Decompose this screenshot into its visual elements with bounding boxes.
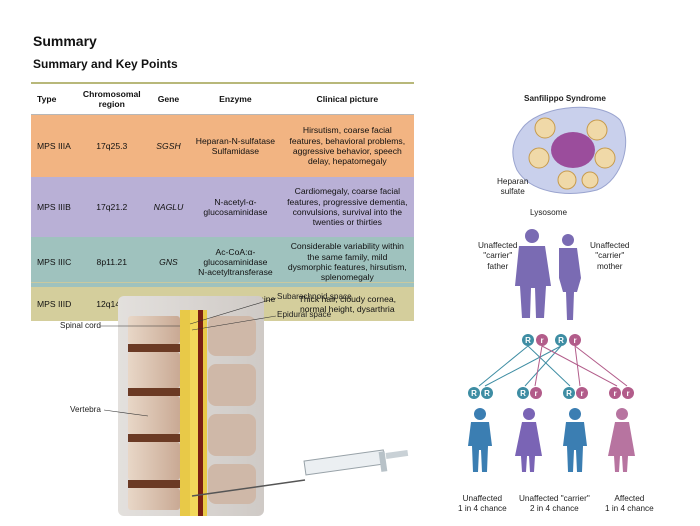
child-carrier-figure [563, 408, 587, 472]
cell-region: 17q25.3 [76, 114, 147, 177]
dura [180, 310, 190, 516]
label-outcome-unaffected: Unaffected 1 in 4 chance [458, 494, 507, 514]
posterior-vertebrae [208, 316, 256, 504]
label-lysosome: Lysosome [530, 208, 568, 217]
child-allele-circles: R R R r R r r r [468, 387, 634, 399]
mother-figure [559, 234, 581, 320]
svg-text:r: r [613, 389, 616, 398]
svg-text:R: R [525, 336, 531, 345]
page-title: Summary [33, 33, 97, 49]
table-bottom-rule [31, 282, 414, 283]
label-spinal-cord: Spinal cord [60, 321, 101, 330]
svg-text:R: R [484, 389, 490, 398]
header-type: Type [31, 84, 77, 115]
nucleus [551, 132, 595, 168]
svg-text:r: r [626, 389, 629, 398]
inheritance-diagram: R r R r R R R r R r r r [468, 229, 635, 472]
table-header-row: Type Chromosomal region Gene Enzyme Clin… [31, 84, 414, 115]
inheritance-lines [478, 345, 628, 387]
cell-clinical: Considerable variability within the same… [280, 237, 414, 287]
svg-text:r: r [580, 389, 583, 398]
cell-enzyme: N-acetyl-α- glucosaminidase [190, 177, 281, 237]
svg-text:r: r [534, 389, 537, 398]
label-subarachnoid-space: Subarachnoid space [277, 292, 352, 301]
table-row: MPS IIIC 8p11.21 GNS Ac-CoA:α- glucosami… [31, 237, 414, 287]
cell-type: MPS IIIC [31, 237, 77, 287]
spinal-cord-shape [198, 310, 203, 516]
cell-gene: SGSH [146, 114, 191, 177]
label-mother: Unaffected "carrier" mother [590, 241, 630, 271]
cell-enzyme: Ac-CoA:α- glucosaminidase N-acetyltransf… [190, 237, 281, 287]
header-clinical: Clinical picture [280, 84, 414, 115]
child-carrier-figure [515, 408, 542, 472]
label-heparan-sulfate: Heparan sulfate [497, 177, 529, 197]
svg-text:R: R [566, 389, 572, 398]
father-figure [515, 229, 551, 318]
svg-text:R: R [520, 389, 526, 398]
page-subtitle: Summary and Key Points [33, 57, 178, 71]
cell-gene: NAGLU [146, 177, 191, 237]
svg-text:R: R [558, 336, 564, 345]
cell-gene: GNS [146, 237, 191, 287]
summary-table: Type Chromosomal region Gene Enzyme Clin… [31, 84, 414, 321]
cell-title: Sanfilippo Syndrome [524, 94, 606, 103]
cell-type: MPS IIIB [31, 177, 77, 237]
parent-allele-circles: R r R r [522, 334, 581, 346]
svg-text:R: R [471, 389, 477, 398]
cell-region: 8p11.21 [76, 237, 147, 287]
label-vertebra: Vertebra [70, 405, 101, 414]
child-unaffected-figure [468, 408, 492, 472]
label-epidural-space: Epidural space [277, 310, 332, 319]
label-father: Unaffected "carrier" father [478, 241, 518, 271]
table-row: MPS IIIA 17q25.3 SGSH Heparan-N-sulfatas… [31, 114, 414, 177]
label-outcome-affected: Affected 1 in 4 chance [605, 494, 654, 514]
spine-injection-illustration [100, 296, 409, 516]
syringe [191, 449, 409, 497]
cell-illustration [512, 106, 627, 194]
cell-clinical: Cardiomegaly, coarse facial features, pr… [280, 177, 414, 237]
cell-type: MPS IIID [31, 287, 77, 321]
lysosomes [528, 117, 616, 190]
table-row: MPS IIIB 17q21.2 NAGLU N-acetyl-α- gluco… [31, 177, 414, 237]
svg-text:r: r [540, 336, 543, 345]
cell-enzyme: Heparan-N-sulfatase Sulfamidase [190, 114, 281, 177]
cell-region: 17q21.2 [76, 177, 147, 237]
header-gene: Gene [146, 84, 191, 115]
cell-clinical: Thick hair, cloudy cornea, normal height… [280, 287, 414, 321]
svg-text:r: r [573, 336, 576, 345]
header-region: Chromosomal region [76, 84, 147, 115]
vertebrae-column [128, 316, 180, 510]
label-outcome-carrier: Unaffected "carrier" 2 in 4 chance [519, 494, 590, 514]
cell-clinical: Hirsutism, coarse facial features, behav… [280, 114, 414, 177]
table-top-rule [31, 82, 414, 84]
child-affected-figure [608, 408, 635, 472]
header-enzyme: Enzyme [190, 84, 281, 115]
cell-type: MPS IIIA [31, 114, 77, 177]
